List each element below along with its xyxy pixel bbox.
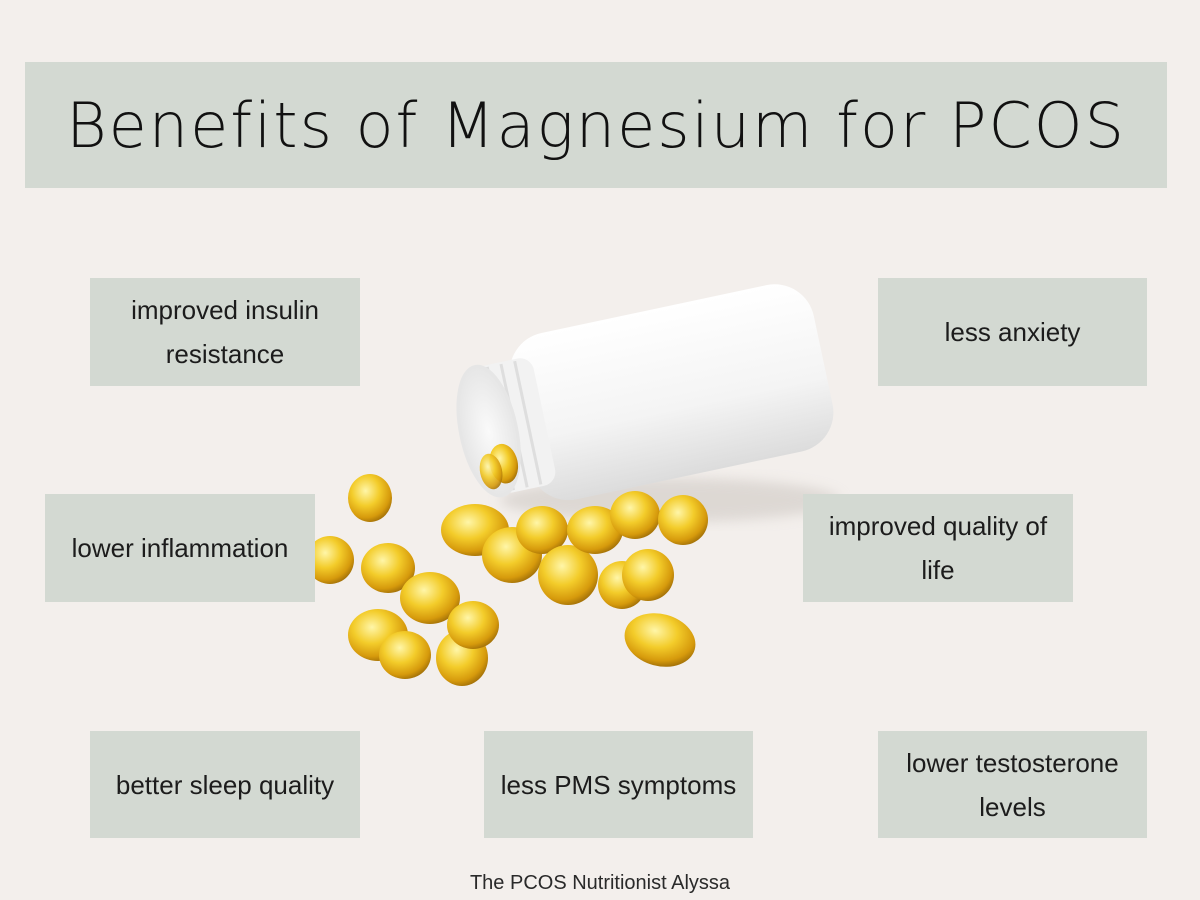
benefit-label: better sleep quality (115, 769, 335, 800)
benefit-label: lower inflammation (71, 533, 289, 563)
benefit-label: less PMS symptoms (500, 769, 737, 800)
title-banner: Benefits of Magnesium for PCOS (25, 62, 1167, 188)
supplement-bottle-illustration (306, 284, 840, 686)
author-credit: The PCOS Nutritionist Alyssa (469, 872, 731, 894)
benefit-box-pms: less PMS symptoms (484, 731, 753, 838)
page-title: Benefits of Magnesium for PCOS (66, 88, 1126, 162)
benefit-box-sleep: better sleep quality (90, 731, 360, 838)
benefit-box-anxiety: less anxiety (878, 278, 1147, 386)
benefit-label: improved insulin resistance (131, 295, 319, 369)
benefit-box-quality-of-life: improved quality of life (803, 494, 1073, 602)
benefit-box-inflammation: lower inflammation (45, 494, 315, 602)
benefit-box-insulin: improved insulin resistance (90, 278, 360, 386)
benefit-label: less anxiety (944, 317, 1081, 347)
benefit-label: improved quality of life (828, 511, 1048, 585)
benefit-label: lower testosterone levels (906, 747, 1119, 822)
benefit-box-testosterone: lower testosterone levels (878, 731, 1147, 838)
